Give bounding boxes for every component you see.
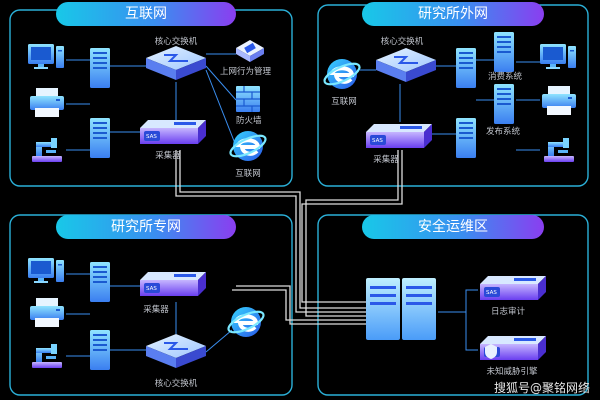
server-icon	[90, 118, 110, 158]
internet-icon	[225, 129, 271, 163]
server-icon	[456, 118, 476, 158]
server-icon	[90, 330, 110, 370]
printer-icon	[30, 88, 64, 117]
desktop-pc-icon	[540, 44, 576, 69]
collector-label: 采集器	[143, 304, 169, 315]
internet-label: 互联网	[235, 169, 261, 179]
zone-title-external: 研究所外网	[362, 2, 544, 26]
zone-internet-lines	[66, 53, 237, 151]
sas-badge: SAS	[146, 286, 157, 292]
internet-label: 互联网	[331, 97, 357, 107]
security-server-cluster-icon	[366, 278, 436, 340]
log-audit-label: 日志审计	[491, 306, 526, 317]
server-icon	[90, 262, 110, 302]
zone-private-lines	[66, 273, 233, 357]
firewall-label: 防火墙	[236, 115, 262, 126]
core-switch-icon	[145, 45, 207, 81]
desktop-pc-icon	[28, 258, 64, 283]
internet-icon	[319, 57, 365, 91]
firewall-icon	[235, 85, 261, 113]
zone-title-private: 研究所专网	[56, 215, 236, 239]
sas-badge: SAS	[372, 138, 383, 144]
message-system-label: 消费系统	[488, 71, 523, 82]
watermark: 搜狐号@聚铭网络	[493, 381, 590, 395]
threat-engine-label: 未知威胁引擎	[486, 366, 538, 377]
collector-device-icon	[140, 120, 206, 144]
sas-badge: SAS	[486, 290, 497, 296]
behavior-mgmt-label: 上网行为管理	[220, 66, 272, 77]
publish-server-icon	[494, 84, 514, 124]
core-switch-icon	[145, 333, 207, 369]
shield-icon	[485, 344, 497, 359]
zone-title-internet: 互联网	[56, 2, 236, 26]
collector-device-icon	[366, 124, 432, 148]
desktop-pc-icon	[28, 44, 64, 69]
core-switch-label: 核心交换机	[155, 378, 198, 389]
message-server-icon	[494, 32, 514, 72]
inter-zone-links	[175, 150, 403, 325]
zone-security-lines	[438, 289, 478, 351]
printer-icon	[542, 86, 576, 115]
zone-external-lines	[360, 59, 540, 151]
internet-icon	[223, 305, 269, 339]
lab-instrument-icon	[32, 138, 62, 162]
core-switch-label: 核心交换机	[381, 36, 424, 47]
server-icon	[456, 48, 476, 88]
zone-title-security: 安全运维区	[362, 215, 544, 239]
lab-instrument-icon	[544, 138, 574, 162]
collector-label: 采集器	[155, 150, 181, 161]
behavior-mgmt-icon	[236, 40, 264, 62]
log-audit-device-icon	[480, 276, 546, 300]
collector-label: 采集器	[373, 154, 399, 165]
core-switch-icon	[375, 47, 437, 83]
sas-badge: SAS	[146, 134, 157, 140]
collector-device-icon	[140, 272, 206, 296]
publish-system-label: 发布系统	[486, 126, 521, 137]
printer-icon	[30, 298, 64, 327]
core-switch-label: 核心交换机	[155, 36, 198, 47]
lab-instrument-icon	[32, 344, 62, 368]
panel-security	[317, 214, 589, 396]
server-icon	[90, 48, 110, 88]
